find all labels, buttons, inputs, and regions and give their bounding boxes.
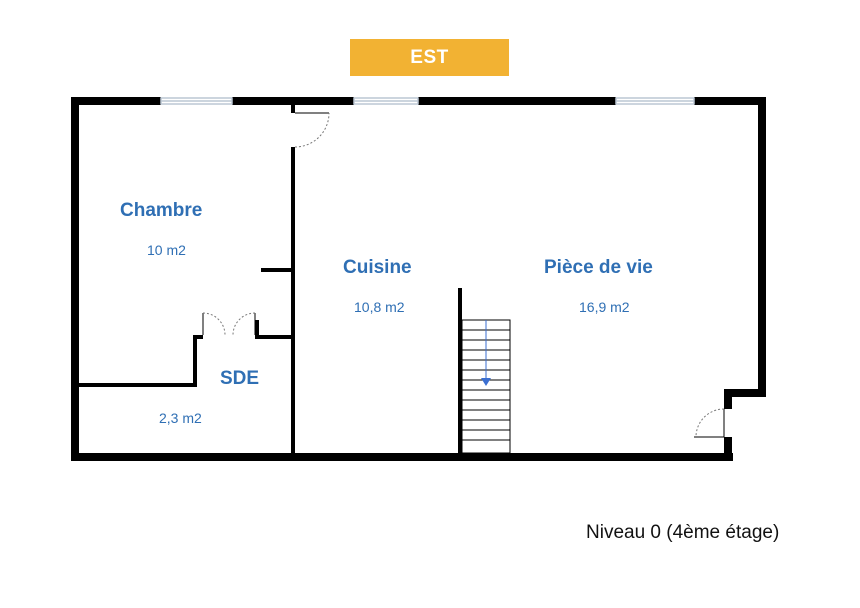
staircase-icon <box>461 319 511 454</box>
room-name-sde: SDE <box>220 368 260 389</box>
interior-walls <box>79 105 462 457</box>
double-door-icon <box>202 312 256 336</box>
room-name-piece-de-vie: Pièce de vie <box>544 257 653 278</box>
room-area-cuisine: 10,8 m2 <box>354 299 405 315</box>
level-caption: Niveau 0 (4ème étage) <box>586 522 780 543</box>
door-swing-icon <box>694 408 725 438</box>
room-area-chambre: 10 m2 <box>147 242 186 258</box>
orientation-label: EST <box>350 39 509 76</box>
room-area-sde: 2,3 m2 <box>159 410 202 426</box>
room-name-cuisine: Cuisine <box>343 257 412 278</box>
outer-walls <box>71 97 766 461</box>
room-area-piece-de-vie: 16,9 m2 <box>579 299 630 315</box>
window-icon <box>160 97 695 105</box>
door-swing-icon <box>294 112 330 148</box>
room-name-chambre: Chambre <box>120 200 203 221</box>
